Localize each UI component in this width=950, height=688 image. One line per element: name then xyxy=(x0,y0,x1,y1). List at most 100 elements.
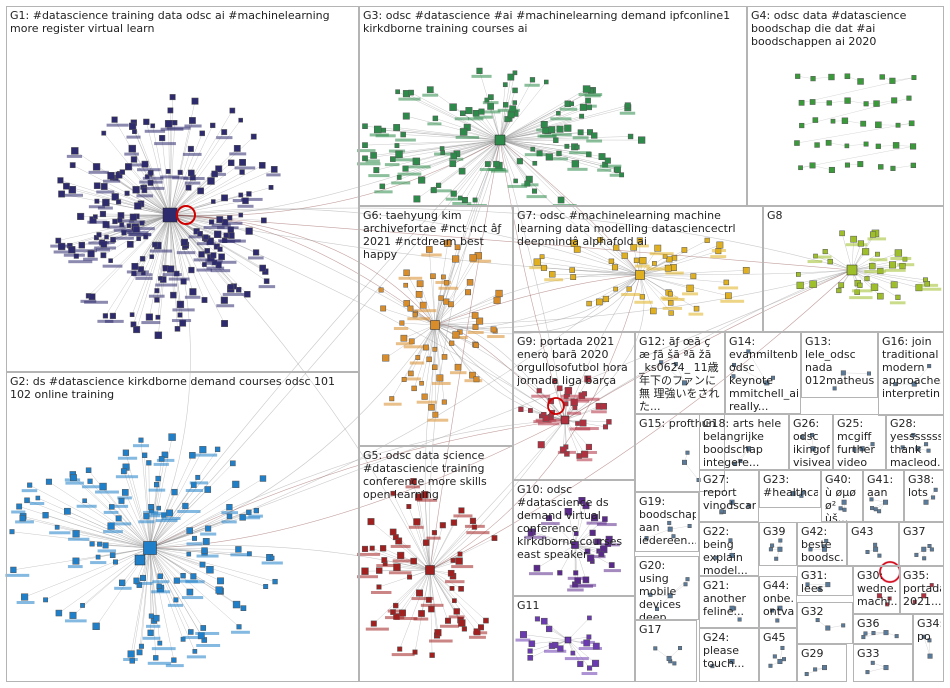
edge xyxy=(499,90,516,141)
edge xyxy=(130,547,151,655)
node-label-mark xyxy=(234,166,256,170)
edge xyxy=(559,388,566,421)
node-label-mark xyxy=(649,252,674,256)
node xyxy=(524,180,531,187)
edge xyxy=(144,455,151,549)
node xyxy=(139,220,145,226)
node xyxy=(687,523,692,528)
edge xyxy=(48,481,151,549)
node xyxy=(875,143,881,149)
node xyxy=(94,198,100,204)
node xyxy=(115,171,123,179)
edge xyxy=(544,621,569,641)
node xyxy=(431,530,437,536)
node xyxy=(587,554,595,562)
node-label-mark xyxy=(408,165,431,169)
node xyxy=(232,600,241,609)
node-label-mark xyxy=(110,522,132,526)
node xyxy=(579,103,587,111)
node xyxy=(877,553,882,558)
node-label-mark xyxy=(357,552,381,556)
edge xyxy=(149,324,436,549)
node xyxy=(714,555,719,560)
group-label-g2: G2: ds #datascience kirkdborne demand co… xyxy=(10,375,336,401)
node-label-mark xyxy=(210,172,226,176)
node-label-mark xyxy=(88,170,109,174)
node xyxy=(117,217,123,223)
node xyxy=(638,136,646,144)
node xyxy=(578,497,586,505)
node-label-mark xyxy=(143,510,159,514)
node xyxy=(639,294,645,300)
node xyxy=(672,661,677,666)
node xyxy=(370,620,377,627)
node xyxy=(911,433,916,438)
node xyxy=(129,658,135,664)
node xyxy=(213,243,220,250)
edge xyxy=(929,640,931,657)
node xyxy=(450,152,457,160)
node xyxy=(410,478,417,485)
node-label-mark xyxy=(64,619,87,623)
group-panel-g33: G33 xyxy=(853,644,913,682)
node-label-mark xyxy=(619,111,636,115)
group-label-g22: G22: being explain model... xyxy=(703,525,748,576)
node xyxy=(204,248,211,254)
node xyxy=(461,626,467,632)
node-label-mark xyxy=(138,520,155,524)
group-label-g10: G10: odsc #datascience ds demand virtual… xyxy=(517,483,623,561)
node-label-mark xyxy=(586,139,603,143)
node-label-mark xyxy=(88,205,105,209)
node xyxy=(55,609,63,617)
edge xyxy=(499,139,566,421)
node xyxy=(148,613,154,619)
node xyxy=(199,446,207,454)
node-label-mark xyxy=(398,97,421,101)
node xyxy=(639,257,647,265)
edge xyxy=(499,124,545,141)
node-label-mark xyxy=(646,267,669,271)
node xyxy=(604,157,611,164)
node xyxy=(382,354,390,362)
edge xyxy=(574,544,599,552)
node xyxy=(862,248,870,256)
node xyxy=(912,599,917,604)
node xyxy=(226,504,233,511)
node xyxy=(573,531,579,536)
edge xyxy=(902,447,918,449)
node xyxy=(158,456,165,462)
node xyxy=(444,239,452,247)
node xyxy=(553,137,559,143)
node xyxy=(171,657,177,663)
edge xyxy=(373,569,431,624)
node-label-mark xyxy=(193,258,210,262)
node xyxy=(187,145,194,152)
node xyxy=(191,97,199,105)
edge xyxy=(846,143,867,147)
node xyxy=(133,577,140,584)
node-label-mark xyxy=(590,555,606,559)
group-panel-g1: G1: #datascience training data odsc ai #… xyxy=(6,6,359,372)
edge xyxy=(639,274,729,297)
node-label-mark xyxy=(112,219,135,223)
node xyxy=(425,565,435,575)
group-panel-g34: G34: po xyxy=(913,614,944,682)
edge xyxy=(834,372,844,389)
node-label-mark xyxy=(125,163,144,167)
node xyxy=(597,237,604,243)
node xyxy=(585,443,592,451)
edge xyxy=(169,214,257,253)
node xyxy=(410,557,417,565)
edge xyxy=(125,452,151,549)
node xyxy=(186,551,192,557)
node xyxy=(154,288,160,294)
node xyxy=(100,183,108,190)
group-panel-g6: G6: taehyung kim archivefortae #nct nct … xyxy=(359,206,513,446)
edge xyxy=(573,274,641,278)
edge xyxy=(639,270,747,276)
node xyxy=(209,219,215,225)
edge xyxy=(574,243,641,276)
node xyxy=(430,187,437,194)
node-label-mark xyxy=(165,664,184,668)
